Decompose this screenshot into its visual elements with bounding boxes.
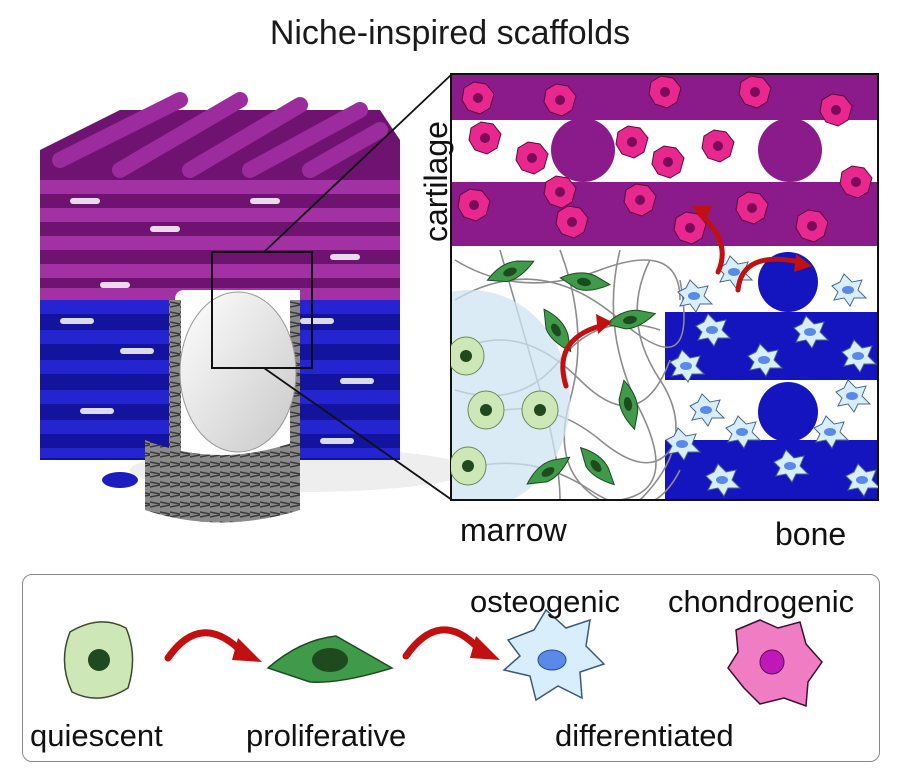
zoom-line-top [263,73,453,253]
cartilage-strut [551,118,615,182]
legend-osteogenic-cell [502,608,606,702]
bone-label: bone [775,516,847,552]
legend-quiescent-label: quiescent [30,718,163,753]
cartilage-scaffold-block [40,92,400,300]
chondrogenic-cell [623,183,657,217]
proliferative-cell [526,456,571,485]
bone-strut [758,382,818,442]
proliferative-cell [543,308,572,353]
legend-chondrogenic-cell [727,619,823,708]
chondrogenic-cell [515,141,549,175]
osteogenic-cell [773,449,810,483]
osteogenic-cell [747,343,784,377]
marrow-blob [451,290,570,500]
osteogenic-cell [669,349,706,383]
scaffold-3d-illustration [40,73,470,523]
marrow-label: marrow [460,512,567,548]
proliferative-cell [605,309,657,330]
osteogenic-cell [793,315,830,349]
chondrogenic-cell [457,188,491,222]
zoom-line-bottom [263,367,453,501]
quiescent-cell [451,446,487,486]
chondrogenic-cell [543,83,577,117]
figure-title: Niche-inspired scaffolds [269,14,631,52]
legend-osteogenic-label: osteogenic [470,584,620,619]
chondrogenic-cells [457,75,873,245]
proliferative-cell [618,379,639,431]
chondrogenic-cell [738,75,772,109]
marrow-sphere [179,291,297,453]
marrow-cutaway [145,290,300,523]
osteogenic-cell [845,463,878,497]
quiescent-cell [451,336,485,376]
cartilage-strut [758,118,822,182]
legend-chondrogenic-label: chondrogenic [668,584,855,619]
legend-proliferative-label: proliferative [246,718,407,753]
cartilage-label: cartilage [418,121,454,242]
osteogenic-cell [665,427,702,461]
arrow-head [794,254,812,272]
legend-differentiated-label: differentiated [555,718,734,753]
legend-box [22,574,880,762]
panel-arrows [560,211,803,389]
osteogenic-cell [717,255,754,289]
chondrogenic-cell [673,211,707,245]
osteogenic-cells [665,255,878,497]
chondrogenic-cell [735,191,769,225]
osteogenic-cell [835,379,872,413]
chondrogenic-cell [795,209,829,243]
arrow-head [692,206,712,222]
legend-quiescent-cell [63,621,134,699]
chondrogenic-cell [839,165,873,199]
chondrogenic-cell [461,81,495,115]
chondrogenic-cell [543,175,577,209]
proliferative-cell [579,446,616,486]
chondrogenic-cell [819,93,853,127]
legend-proliferative-cell [266,635,394,683]
arrow-head [596,314,612,334]
osteogenic-cell [689,393,726,427]
quiescent-cell [521,390,559,430]
proliferative-cell [486,260,535,283]
osteogenic-cell [705,463,742,497]
chondrogenic-cell [555,205,589,239]
chondrogenic-cell [468,121,502,155]
osteogenic-cell [841,339,878,373]
quiescent-cells [451,336,559,486]
chondrogenic-cell [651,145,685,179]
quiescent-cell [467,390,505,430]
arrow-to-cartilage [697,211,725,275]
arrow-marrow-to-bone [560,323,603,389]
chondrogenic-cell [701,129,735,163]
chondrogenic-cell [615,125,649,159]
proliferative-cells [486,260,657,486]
proliferative-cell [559,272,612,291]
osteogenic-cell [831,273,868,307]
legend-arrow-2 [402,626,500,660]
chondrogenic-cell [648,75,682,109]
legend-arrow-1 [164,629,262,662]
osteogenic-cell [813,415,850,449]
osteogenic-cell [695,313,732,347]
zoom-box [211,251,313,369]
arrow-to-bone-strut [735,256,803,293]
osteogenic-cell [677,279,714,313]
zoom-panel-border [450,73,879,501]
osteogenic-cell [725,415,762,449]
